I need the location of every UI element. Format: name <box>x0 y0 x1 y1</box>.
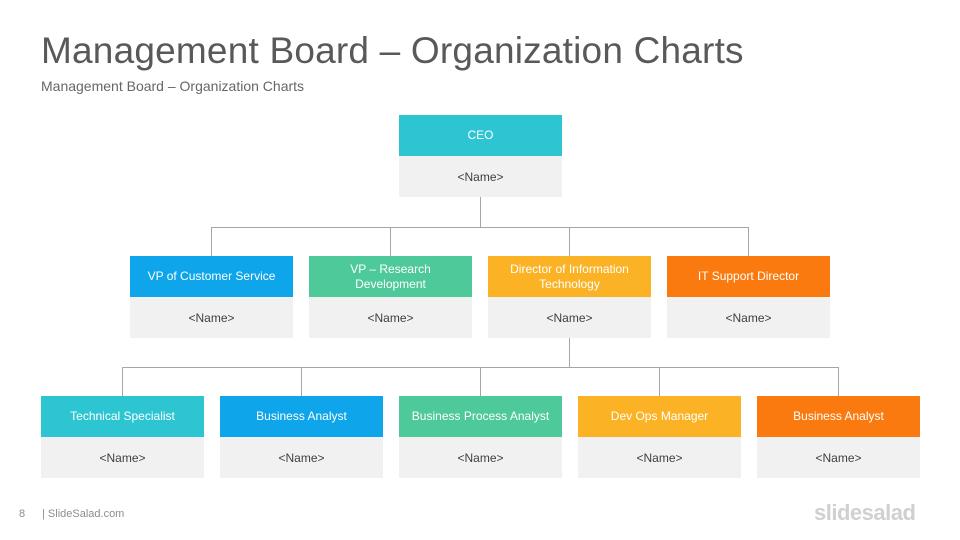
org-node-technical-specialist: Technical Specialist <Name> <box>41 396 204 478</box>
org-node-it-support-director: IT Support Director <Name> <box>667 256 830 338</box>
node-name: <Name> <box>309 297 472 338</box>
node-role: IT Support Director <box>667 256 830 297</box>
node-role: Business Analyst <box>220 396 383 437</box>
node-name: <Name> <box>667 297 830 338</box>
slidesalad-logo: slidesalad <box>814 500 916 525</box>
node-role: CEO <box>399 115 562 156</box>
org-node-director-it: Director of Information Technology <Name… <box>488 256 651 338</box>
footer-site: | SlideSalad.com <box>42 508 125 520</box>
org-node-business-analyst-2: Business Analyst <Name> <box>757 396 920 478</box>
org-node-business-analyst: Business Analyst <Name> <box>220 396 383 478</box>
node-role: Business Analyst <box>757 396 920 437</box>
node-name: <Name> <box>220 437 383 478</box>
node-name: <Name> <box>578 437 741 478</box>
node-role: Business Process Analyst <box>399 396 562 437</box>
node-name: <Name> <box>399 156 562 197</box>
page-title: Management Board – Organization Charts <box>41 30 744 71</box>
node-role: VP of Customer Service <box>130 256 293 297</box>
node-name: <Name> <box>757 437 920 478</box>
org-node-dev-ops-manager: Dev Ops Manager <Name> <box>578 396 741 478</box>
node-name: <Name> <box>41 437 204 478</box>
page-subtitle: Management Board – Organization Charts <box>41 78 305 94</box>
node-name: <Name> <box>130 297 293 338</box>
node-role: Technical Specialist <box>41 396 204 437</box>
node-name: <Name> <box>488 297 651 338</box>
org-node-vp-research: VP – Research Development <Name> <box>309 256 472 338</box>
node-role: Director of Information Technology <box>488 256 651 297</box>
org-node-vp-customer-service: VP of Customer Service <Name> <box>130 256 293 338</box>
org-node-business-process-analyst: Business Process Analyst <Name> <box>399 396 562 478</box>
node-role: VP – Research Development <box>309 256 472 297</box>
node-name: <Name> <box>399 437 562 478</box>
node-role: Dev Ops Manager <box>578 396 741 437</box>
org-node-ceo: CEO <Name> <box>399 115 562 197</box>
page-number: 8 <box>19 508 26 520</box>
